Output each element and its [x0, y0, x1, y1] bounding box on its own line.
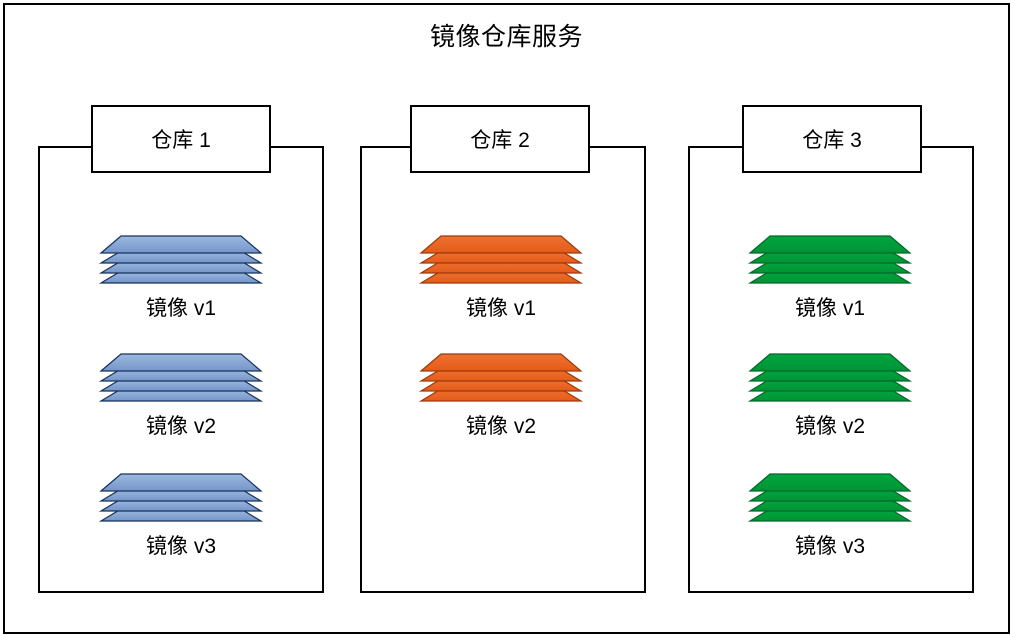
repository-header-label-1: 仓库 1 — [151, 129, 211, 152]
image-group-1-2: 镜像 v2 — [81, 350, 281, 440]
image-stack-1-3 — [81, 470, 281, 528]
repository-box-2 — [360, 146, 646, 593]
image-label-3-2: 镜像 v2 — [794, 415, 865, 438]
image-group-2-1: 镜像 v1 — [401, 232, 601, 322]
repository-header-label-3: 仓库 3 — [802, 129, 862, 152]
image-group-3-1: 镜像 v1 — [730, 232, 930, 322]
image-stack-3-1 — [730, 232, 930, 290]
layer-stack-icon — [98, 473, 264, 522]
repository-header-3: 仓库 3 — [742, 105, 922, 173]
image-label-1-1: 镜像 v1 — [145, 297, 216, 320]
image-label-1-3: 镜像 v3 — [145, 535, 216, 558]
image-stack-3-3 — [730, 470, 930, 528]
image-stack-1-1 — [81, 232, 281, 290]
layer-stack-icon — [98, 235, 264, 284]
layer-stack-icon — [418, 235, 584, 284]
repository-header-1: 仓库 1 — [91, 105, 271, 173]
layer-stack-icon — [98, 353, 264, 402]
layer-stack-icon — [418, 353, 584, 402]
image-stack-3-2 — [730, 350, 930, 408]
repository-header-label-2: 仓库 2 — [470, 129, 530, 152]
image-stack-1-2 — [81, 350, 281, 408]
page-title: 镜像仓库服务 — [429, 23, 583, 51]
layer-stack-icon — [747, 235, 913, 284]
image-label-1-2: 镜像 v2 — [145, 415, 216, 438]
image-group-2-2: 镜像 v2 — [401, 350, 601, 440]
image-group-1-1: 镜像 v1 — [81, 232, 281, 322]
image-label-2-1: 镜像 v1 — [465, 297, 536, 320]
image-stack-2-1 — [401, 232, 601, 290]
image-label-2-2: 镜像 v2 — [465, 415, 536, 438]
image-stack-2-2 — [401, 350, 601, 408]
layer-stack-icon — [747, 353, 913, 402]
image-label-3-3: 镜像 v3 — [794, 535, 865, 558]
image-group-3-3: 镜像 v3 — [730, 470, 930, 560]
image-group-3-2: 镜像 v2 — [730, 350, 930, 440]
layer-stack-icon — [747, 473, 913, 522]
image-group-1-3: 镜像 v3 — [81, 470, 281, 560]
image-label-3-1: 镜像 v1 — [794, 297, 865, 320]
repository-header-2: 仓库 2 — [410, 105, 590, 173]
